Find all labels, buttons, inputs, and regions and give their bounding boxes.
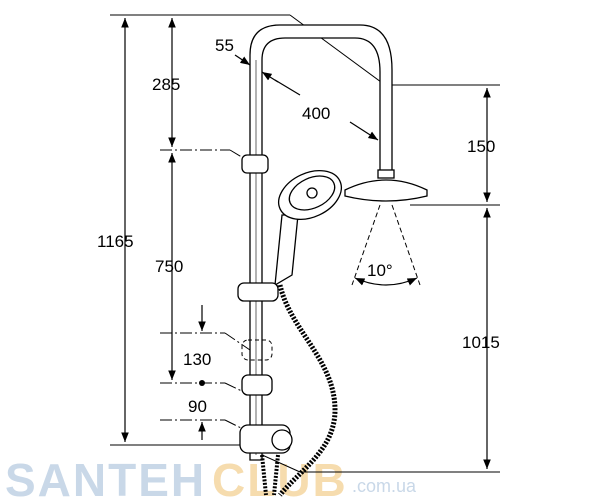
watermark-text-3: .com.ua xyxy=(352,476,417,496)
label-rail-section: 750 xyxy=(155,257,183,276)
dimension-lines xyxy=(121,18,491,469)
angle-arc xyxy=(354,277,418,286)
rail-sliders xyxy=(237,154,293,454)
shower-hose xyxy=(277,284,338,497)
dimension-point xyxy=(199,380,205,386)
label-spray-angle: 10° xyxy=(367,261,393,280)
watermark: SANTEH CLUB .com.ua xyxy=(5,454,417,500)
hand-shower xyxy=(274,170,342,287)
inlet-hoses xyxy=(260,454,280,496)
label-bottom-offset: 90 xyxy=(188,397,207,416)
label-arm-reach: 400 xyxy=(302,104,330,123)
label-rail-diameter: 55 xyxy=(215,36,234,55)
overhead-shower-head xyxy=(344,169,428,202)
shower-rail xyxy=(249,24,393,461)
label-slider-offset: 130 xyxy=(183,350,211,369)
watermark-text-2: CLUB xyxy=(212,454,348,500)
label-head-drop: 150 xyxy=(467,137,495,156)
spray-cone xyxy=(351,204,421,286)
watermark-text-1: SANTEH xyxy=(5,454,206,500)
label-top-section: 285 xyxy=(152,75,180,94)
alt-slider-position xyxy=(241,339,273,361)
label-total-height: 1165 xyxy=(97,232,134,251)
dimension-labels: 1165 285 750 55 400 150 1015 130 90 10° xyxy=(97,36,500,416)
label-head-height: 1015 xyxy=(462,333,500,352)
